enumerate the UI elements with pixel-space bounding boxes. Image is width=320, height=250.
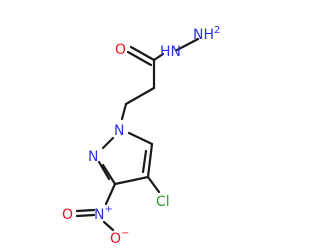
atom-nitro-n: N+ [94,204,113,223]
bond-c3-n2-1 [101,163,117,186]
atom-hydrazide-nh: HN [160,44,181,60]
atom-oxygen-carbonyl: O [115,42,126,58]
bond-carbonyl-o-2 [126,50,153,67]
bond-c5-c4-1 [146,142,154,179]
atom-nitro-o-double: O [62,207,73,223]
bonds [75,37,200,232]
bond-nitro-o-double-1 [75,208,96,213]
atom-hydrazide-nh2-subscript: 2 [214,25,220,36]
atom-hydrazide-nh2: NH2 [193,25,220,43]
bond-carbonyl-o-1 [129,45,156,62]
bond-n2-n1 [101,136,115,150]
atom-chlorine: Cl [156,194,170,210]
bond-carbonyl-nh [152,52,165,62]
bond-c4-cl [146,175,161,194]
atom-nitro-o-single-main: O [110,231,121,247]
atom-nitro-o-single: O− [110,228,129,247]
bond-nitro-o-single [102,220,115,232]
atom-nitro-o-single-charge: − [121,228,129,239]
bond-ch2-n1 [120,102,128,121]
atom-pyrazole-n1: N [114,123,124,139]
bond-nh-nh2 [175,37,200,52]
atom-nitro-n-charge: + [104,204,112,215]
bond-c3-n2-2 [97,160,111,181]
atom-nitro-n-main: N [94,207,104,223]
bond-nitro-o-double-2 [75,213,96,218]
atom-labels: O HN NH2 N N N+ O O− Cl [62,25,220,247]
bond-n1-c5 [127,131,154,146]
bond-c5-c4-2 [141,149,148,174]
atom-hydrazide-nh2-main: NH [193,27,214,43]
atom-pyrazole-n2: N [88,149,98,165]
bond-c3-nitro-n [104,182,117,206]
molecule-structure: O HN NH2 N N N+ O O− Cl [62,25,220,247]
bond-c4-c3 [113,175,150,186]
bond-ch2-ch2 [124,86,156,106]
